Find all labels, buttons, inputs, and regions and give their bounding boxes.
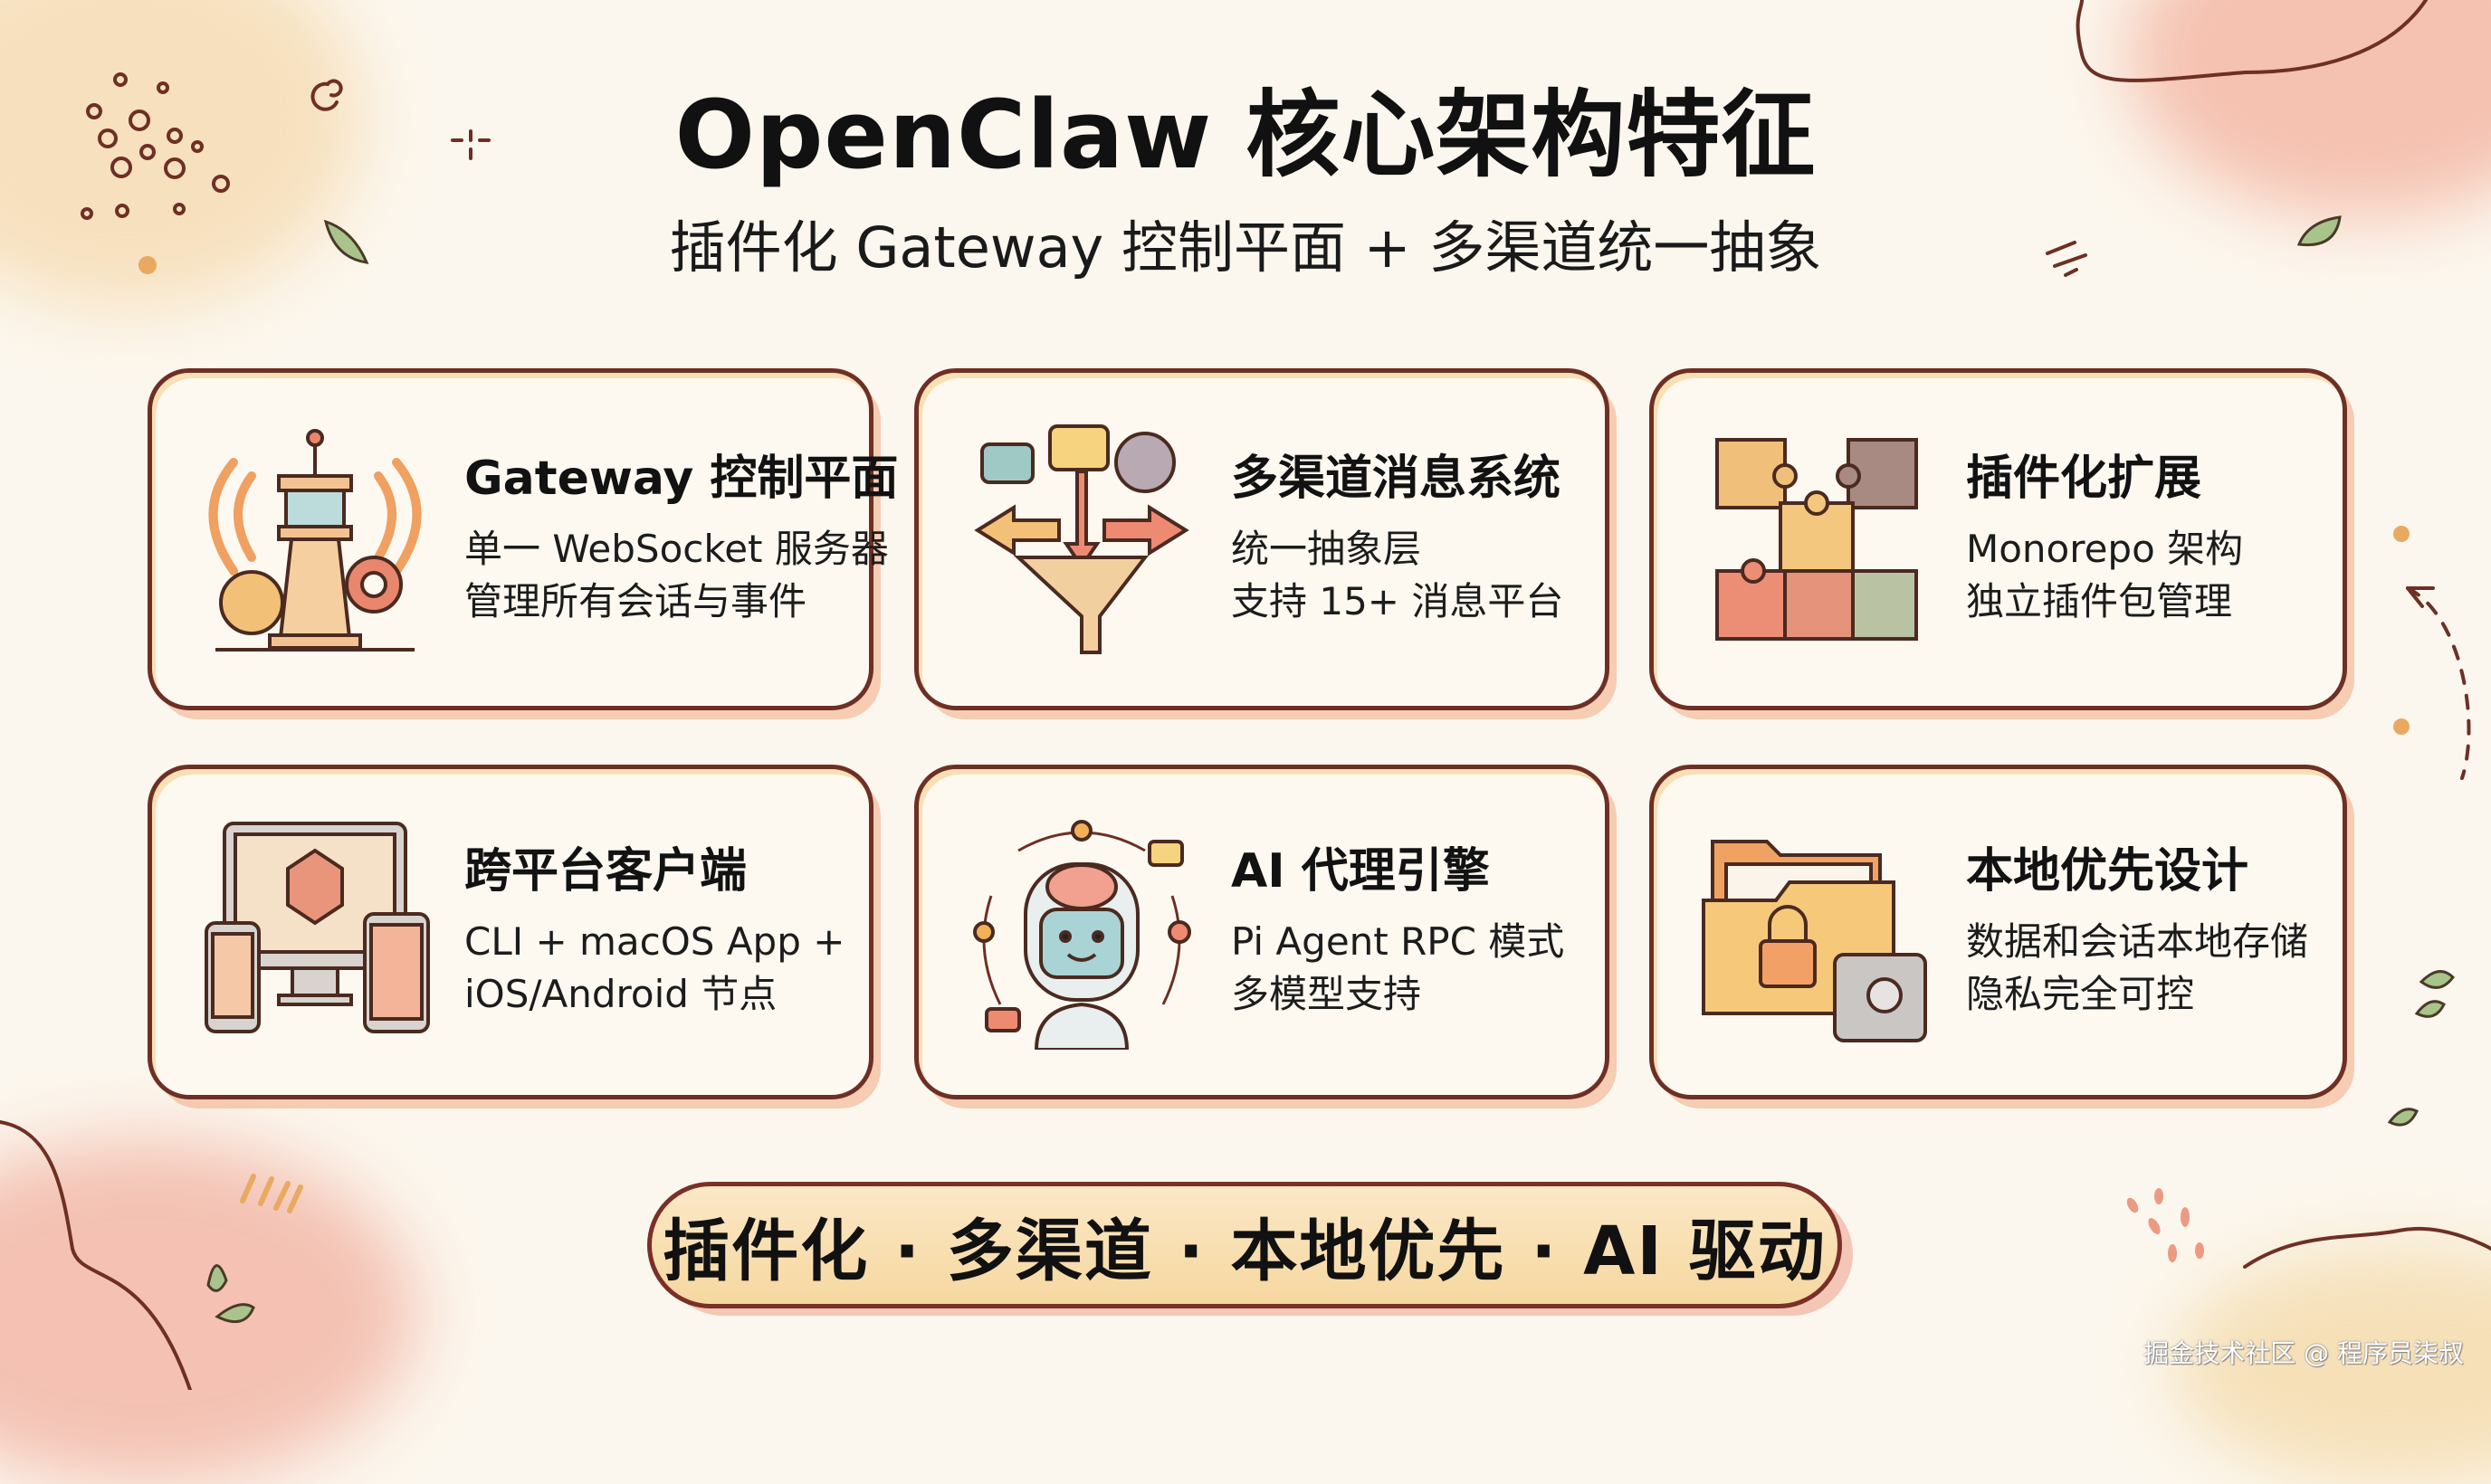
feature-card-ai-agent: AI 代理引擎 Pi Agent RPC 模式 多模型支持	[914, 765, 1609, 1099]
card-description-line: 隐私完全可控	[1966, 972, 2195, 1017]
card-description-line: 多模型支持	[1231, 972, 1422, 1017]
card-description-line: Pi Agent RPC 模式	[1231, 919, 1565, 965]
robot-icon	[973, 820, 1191, 1050]
card-text: 插件化扩展 Monorepo 架构 独立插件包管理	[1966, 451, 2243, 628]
card-description-line: 单一 WebSocket 服务器	[464, 527, 889, 572]
card-text: 本地优先设计 数据和会话本地存储 隐私完全可控	[1966, 843, 2308, 1021]
card-description-line: 统一抽象层	[1231, 527, 1422, 572]
card-title: 跨平台客户端	[464, 843, 748, 899]
summary-banner: 插件化 · 多渠道 · 本地优先 · AI 驱动	[647, 1182, 1842, 1308]
watermark: 掘金技术社区 @ 程序员柒叔	[2143, 1338, 2464, 1368]
card-text: 多渠道消息系统 统一抽象层 支持 15+ 消息平台	[1231, 451, 1563, 628]
card-description-line: iOS/Android 节点	[464, 972, 778, 1017]
card-text: AI 代理引擎 Pi Agent RPC 模式 多模型支持	[1231, 843, 1564, 1021]
devices-icon	[205, 822, 430, 1033]
card-title: 插件化扩展	[1966, 451, 2202, 506]
card-description-line: Monorepo 架构	[1966, 527, 2244, 572]
card-description-line: 支持 15+ 消息平台	[1231, 579, 1564, 624]
card-description-line: CLI + macOS App +	[464, 919, 845, 965]
card-text: 跨平台客户端 CLI + macOS App + iOS/Android 节点	[464, 843, 845, 1021]
page-subtitle: 插件化 Gateway 控制平面 + 多渠道统一抽象	[669, 214, 1822, 281]
card-title: AI 代理引擎	[1231, 843, 1490, 899]
feature-card-cross-platform: 跨平台客户端 CLI + macOS App + iOS/Android 节点	[148, 765, 873, 1099]
funnel-messages-icon	[974, 424, 1189, 654]
page-title: OpenClaw 核心架构特征	[674, 80, 1817, 190]
summary-banner-text: 插件化 · 多渠道 · 本地优先 · AI 驱动	[663, 1212, 1827, 1290]
card-title: 多渠道消息系统	[1231, 451, 1561, 506]
feature-card-gateway: Gateway 控制平面 单一 WebSocket 服务器 管理所有会话与事件	[148, 368, 898, 710]
card-title: Gateway 控制平面	[464, 451, 899, 506]
puzzle-icon	[1715, 438, 1918, 641]
feature-card-local-first: 本地优先设计 数据和会话本地存储 隐私完全可控	[1649, 765, 2347, 1099]
card-description-line: 数据和会话本地存储	[1966, 919, 2309, 965]
feature-card-multichannel: 多渠道消息系统 统一抽象层 支持 15+ 消息平台	[914, 368, 1609, 710]
card-title: 本地优先设计	[1966, 843, 2249, 899]
slide: OpenClaw 核心架构特征 插件化 Gateway 控制平面 + 多渠道统一…	[148, 80, 2464, 1368]
feature-card-plugins: 插件化扩展 Monorepo 架构 独立插件包管理	[1649, 368, 2347, 710]
card-description-line: 独立插件包管理	[1966, 579, 2233, 624]
control-tower-icon	[208, 429, 422, 652]
decorative-doodles	[0, 0, 2491, 1390]
folder-safe-icon	[1702, 840, 1927, 1042]
card-description-line: 管理所有会话与事件	[464, 579, 807, 624]
card-text: Gateway 控制平面 单一 WebSocket 服务器 管理所有会话与事件	[464, 451, 898, 628]
